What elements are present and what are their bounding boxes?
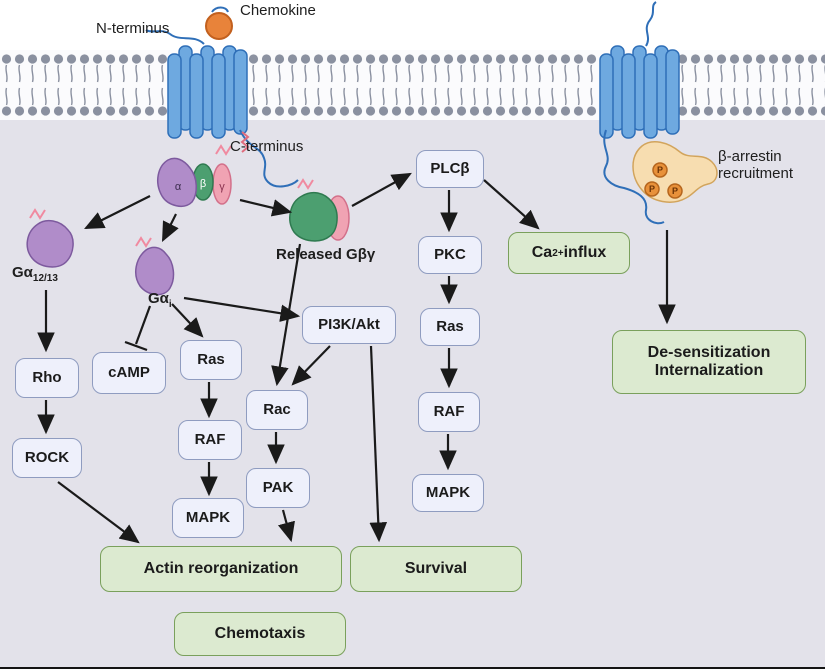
galpha-i-blob [134, 246, 175, 296]
n-terminus-label: N-terminus [96, 20, 170, 37]
g-alpha-subunit [156, 157, 197, 208]
arrow-plcb-to-ca-influx [483, 179, 540, 230]
node-ras-right: Ras [420, 308, 480, 346]
arrow-receptor-to-galphai [162, 213, 179, 242]
chemokine-label: Chemokine [240, 2, 316, 19]
phospho-zigzag-galpha1213 [29, 208, 46, 220]
ca-influx-rest: influx [563, 244, 607, 262]
arrow-released-gbg-to-rac [271, 243, 302, 387]
phospho-circle [652, 162, 668, 178]
g-gamma-letter: γ [219, 181, 225, 193]
beta-arrestin-label: β-arrestin recruitment [718, 148, 793, 182]
chemokine-ligand [205, 12, 233, 40]
node-rock: ROCK [12, 438, 82, 478]
chemokine-receptor [167, 45, 248, 139]
g-beta-letter: β [200, 178, 206, 190]
galpha-12-13-base: Gα [12, 264, 33, 281]
desensitization-line2: Internalization [654, 362, 764, 379]
inhibit-galphai-to-camp-stem [134, 305, 152, 345]
phospho-letter: P [649, 184, 655, 194]
galpha-12-13-blob [26, 219, 74, 268]
phospho-letter: P [672, 186, 678, 196]
galpha-i-label: Gαi [148, 290, 172, 310]
released-beta-blob [289, 191, 338, 242]
node-raf-mid: RAF [178, 420, 242, 460]
arrow-galphai-to-ras [171, 303, 204, 338]
c-terminus-label: C-terminus [230, 138, 304, 155]
node-mapk-mid: MAPK [172, 498, 244, 538]
phospho-circle [644, 181, 660, 197]
n-terminus-squiggle [145, 29, 205, 45]
node-pkc: PKC [418, 236, 482, 274]
node-mapk-right: MAPK [412, 474, 484, 512]
galpha-12-13-sub: 12/13 [32, 273, 58, 284]
released-gbg-label: Released Gβγ [276, 246, 376, 263]
node-pak: PAK [246, 468, 310, 508]
arrow-receptor-to-galpha1213 [84, 195, 151, 229]
phospho-zigzag-cterm [240, 131, 250, 153]
galpha-12-13-label: Gα12/13 [12, 264, 58, 284]
phospho-zigzag-gprotein [215, 144, 232, 156]
cell-membrane [0, 50, 825, 120]
node-rho: Rho [15, 358, 79, 398]
c-terminus-squiggle [239, 129, 299, 188]
arrow-pak-to-actin [277, 509, 295, 543]
arrow-pi3k-to-survival [369, 345, 388, 543]
node-desensitization: De-sensitization Internalization [612, 330, 806, 394]
ca-influx-base: Ca [531, 244, 553, 262]
node-plcb: PLCβ [416, 150, 484, 188]
internalizing-receptor [599, 45, 680, 139]
arrow-galphai-to-pi3k [183, 296, 301, 322]
node-chemotaxis: Chemotaxis [174, 612, 346, 656]
beta-arrestin-label-line2: recruitment [718, 165, 794, 182]
arrow-pi3k-to-rac [291, 345, 331, 386]
arrow-receptor-to-released-gbg [239, 198, 293, 217]
arrow-rock-to-actin [57, 481, 140, 544]
phospho-zigzag-galphai [135, 236, 152, 248]
galpha-i-base: Gα [148, 290, 169, 307]
c-terminus-tail-arrestin [603, 129, 665, 225]
arrow-released-gbg-to-plcb [351, 172, 412, 207]
node-camp: cAMP [92, 352, 166, 394]
inhibit-galphai-to-camp-bar [124, 340, 148, 352]
chemokine-squiggle [211, 6, 229, 13]
node-raf-right: RAF [418, 392, 480, 432]
phospho-zigzag-released [297, 178, 314, 190]
desensitization-line1: De-sensitization [647, 344, 771, 362]
extracellular-background [0, 0, 825, 50]
node-pi3k-akt: PI3K/Akt [302, 306, 396, 344]
arrows [37, 172, 676, 544]
galpha-i-sub: i [168, 299, 172, 310]
phospho-letter: P [657, 165, 663, 175]
node-ras-mid: Ras [180, 340, 242, 380]
beta-arrestin-label-line1: β-arrestin [718, 148, 782, 165]
n-terminus-squiggle-2 [645, 1, 657, 47]
node-actin-reorganization: Actin reorganization [100, 546, 342, 592]
phospho-circle [667, 183, 683, 199]
ca-influx-sup: 2+ [552, 247, 564, 259]
node-survival: Survival [350, 546, 522, 592]
g-alpha-letter: α [175, 181, 182, 193]
node-rac: Rac [246, 390, 308, 430]
